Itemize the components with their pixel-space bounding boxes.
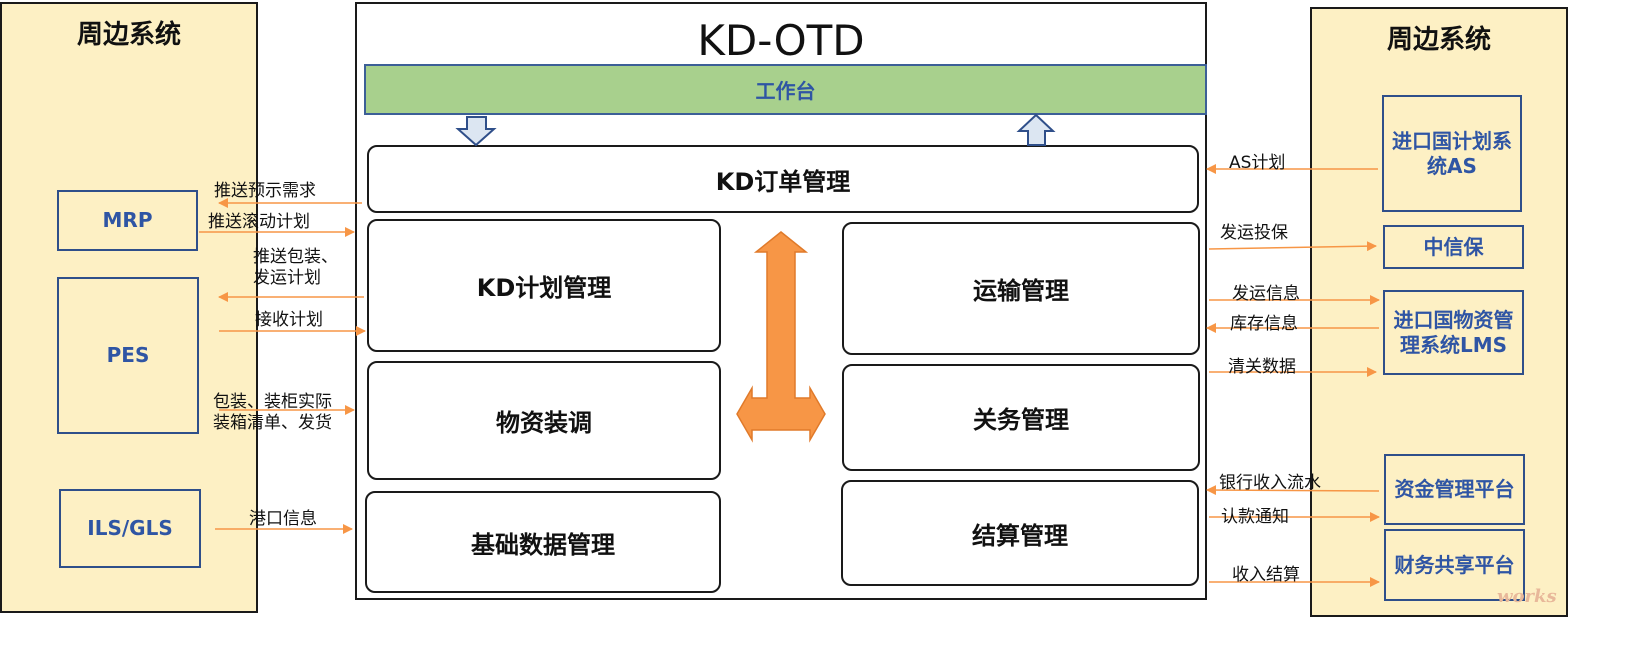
module-kd-order[interactable]: KD订单管理	[367, 145, 1199, 213]
label-push-pack-line1: 推送包装、	[253, 247, 338, 267]
module-transport[interactable]: 运输管理	[842, 222, 1200, 355]
label-customs-data: 清关数据	[1228, 357, 1296, 377]
module-material[interactable]: 物资装调	[367, 361, 721, 480]
system-mrp[interactable]: MRP	[57, 190, 198, 251]
system-citic[interactable]: 中信保	[1383, 225, 1524, 269]
workbench-bar[interactable]: 工作台	[364, 64, 1207, 115]
label-income-settle: 收入结算	[1232, 565, 1300, 585]
label-receive-plan: 接收计划	[255, 310, 323, 330]
label-push-forecast: 推送预示需求	[214, 181, 316, 201]
system-fund[interactable]: 资金管理平台	[1384, 454, 1525, 525]
left-panel-title: 周边系统	[76, 20, 181, 50]
right-panel-title: 周边系统	[1386, 25, 1491, 55]
module-kd-plan[interactable]: KD计划管理	[367, 219, 721, 352]
label-push-rolling: 推送滚动计划	[208, 212, 310, 232]
label-ship-info: 发运信息	[1232, 284, 1300, 304]
label-pack-actual-line2: 装箱清单、发货	[213, 413, 332, 433]
label-stock-info: 库存信息	[1230, 314, 1298, 334]
label-bank-flow: 银行收入流水	[1219, 473, 1321, 493]
label-push-pack-line2: 发运计划	[253, 268, 321, 288]
module-settlement[interactable]: 结算管理	[841, 480, 1199, 586]
label-pack-actual-line1: 包装、装柜实际	[213, 392, 332, 412]
system-as[interactable]: 进口国计划系统AS	[1382, 95, 1522, 212]
kd-otd-title: KD-OTD	[697, 16, 865, 65]
label-ship-insure: 发运投保	[1220, 223, 1288, 243]
system-ils-gls[interactable]: ILS/GLS	[59, 489, 201, 568]
label-as-plan: AS计划	[1229, 153, 1286, 173]
label-payment-notice: 认款通知	[1221, 507, 1289, 527]
eworks-watermark: works	[1497, 586, 1557, 607]
module-customs[interactable]: 关务管理	[842, 364, 1200, 471]
system-lms[interactable]: 进口国物资管理系统LMS	[1383, 290, 1524, 375]
label-port-info: 港口信息	[249, 509, 317, 529]
module-base-data[interactable]: 基础数据管理	[365, 491, 721, 593]
system-finance[interactable]: 财务共享平台	[1384, 529, 1525, 601]
system-pes[interactable]: PES	[57, 277, 199, 434]
